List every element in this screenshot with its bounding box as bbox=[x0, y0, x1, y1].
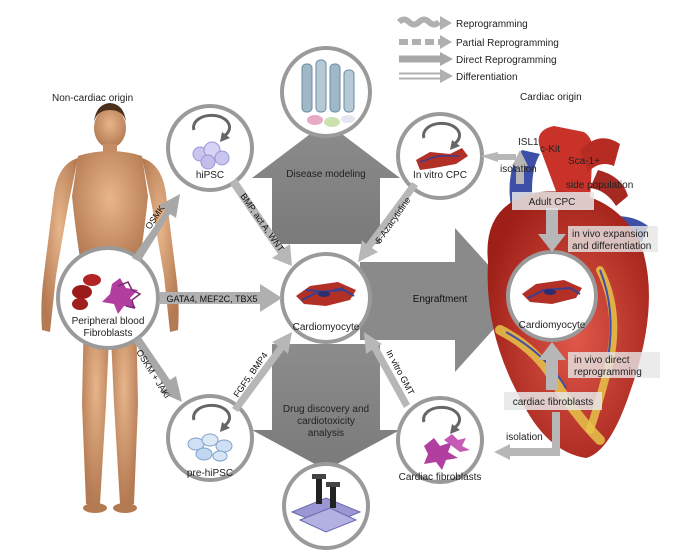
cardiac-fibroblasts-node: Cardiac fibroblasts bbox=[398, 398, 482, 483]
disease-modeling-tubes-image bbox=[282, 48, 370, 136]
legend-label-differentiation: Differentiation bbox=[456, 72, 518, 83]
cardiomyocyte-center-node: Cardiomyocyte bbox=[282, 254, 370, 342]
cardiomyocyte-center-label: Cardiomyocyte bbox=[293, 322, 360, 333]
peripheral-blood-label: Peripheral blood bbox=[72, 316, 145, 327]
legend-reprogramming: Reprogramming bbox=[399, 16, 528, 30]
hipsc-label: hiPSC bbox=[196, 170, 224, 181]
adult-cpc-label: Adult CPC bbox=[529, 197, 576, 208]
legend-label-reprogramming: Reprogramming bbox=[456, 19, 528, 30]
in-vivo-expansion-label: in vivo expansion bbox=[572, 229, 649, 240]
drug-discovery-label-2: cardiotoxicity bbox=[297, 416, 355, 427]
engraftment-label: Engraftment bbox=[413, 294, 468, 305]
and-differentiation-label: and differentiation bbox=[572, 241, 651, 252]
cardiac-fibroblasts-heart-label: cardiac fibroblasts bbox=[513, 397, 594, 408]
cardiac-fibroblasts-node-label: Cardiac fibroblasts bbox=[399, 472, 482, 483]
disease-modeling-label: Disease modeling bbox=[286, 169, 366, 180]
legend-label-partial: Partial Reprogramming bbox=[456, 38, 559, 49]
heading-non-cardiac-origin: Non-cardiac origin bbox=[52, 93, 133, 104]
legend-partial: Partial Reprogramming bbox=[399, 35, 559, 49]
oskm-jaki-arrow bbox=[134, 336, 182, 402]
heart-cardiomyocyte-node: Cardiomyocyte bbox=[508, 252, 596, 340]
legend: Reprogramming Partial Reprogramming Dire… bbox=[399, 16, 559, 83]
in-vitro-cpc-label: In vitro CPC bbox=[413, 170, 467, 181]
disease-modeling-arrow bbox=[252, 122, 400, 244]
legend-direct: Direct Reprogramming bbox=[399, 52, 557, 66]
isl1-label: ISL1 bbox=[518, 137, 539, 148]
drug-discovery-plates-image bbox=[284, 464, 368, 548]
isolation-bottom-label: isolation bbox=[506, 432, 543, 443]
drug-discovery-label-1: Drug discovery and bbox=[283, 404, 369, 415]
reprogramming-label: reprogramming bbox=[574, 367, 642, 378]
in-vivo-direct-label: in vivo direct bbox=[574, 355, 630, 366]
c-kit-label: c-Kit bbox=[540, 144, 560, 155]
sca1-label: Sca-1+ bbox=[568, 156, 600, 167]
legend-differentiation: Differentiation bbox=[399, 69, 518, 83]
legend-label-direct: Direct Reprogramming bbox=[456, 55, 557, 66]
peripheral-blood-node: Peripheral blood Fibroblasts bbox=[58, 248, 158, 348]
isolation-top-label: isolation bbox=[500, 164, 537, 175]
heading-cardiac-origin: Cardiac origin bbox=[520, 92, 582, 103]
drug-discovery-label-3: analysis bbox=[308, 428, 344, 439]
isolation-top-arrow bbox=[480, 152, 516, 162]
pre-hipsc-label: pre-hiPSC bbox=[187, 468, 233, 479]
fibroblasts-label: Fibroblasts bbox=[84, 328, 133, 339]
side-population-label: side population bbox=[566, 180, 633, 191]
hipsc-node: hiPSC bbox=[168, 106, 252, 190]
gata4-label: GATA4, MEF2C, TBX5 bbox=[166, 294, 257, 304]
heart-cardiomyocyte-label: Cardiomyocyte bbox=[519, 320, 586, 331]
